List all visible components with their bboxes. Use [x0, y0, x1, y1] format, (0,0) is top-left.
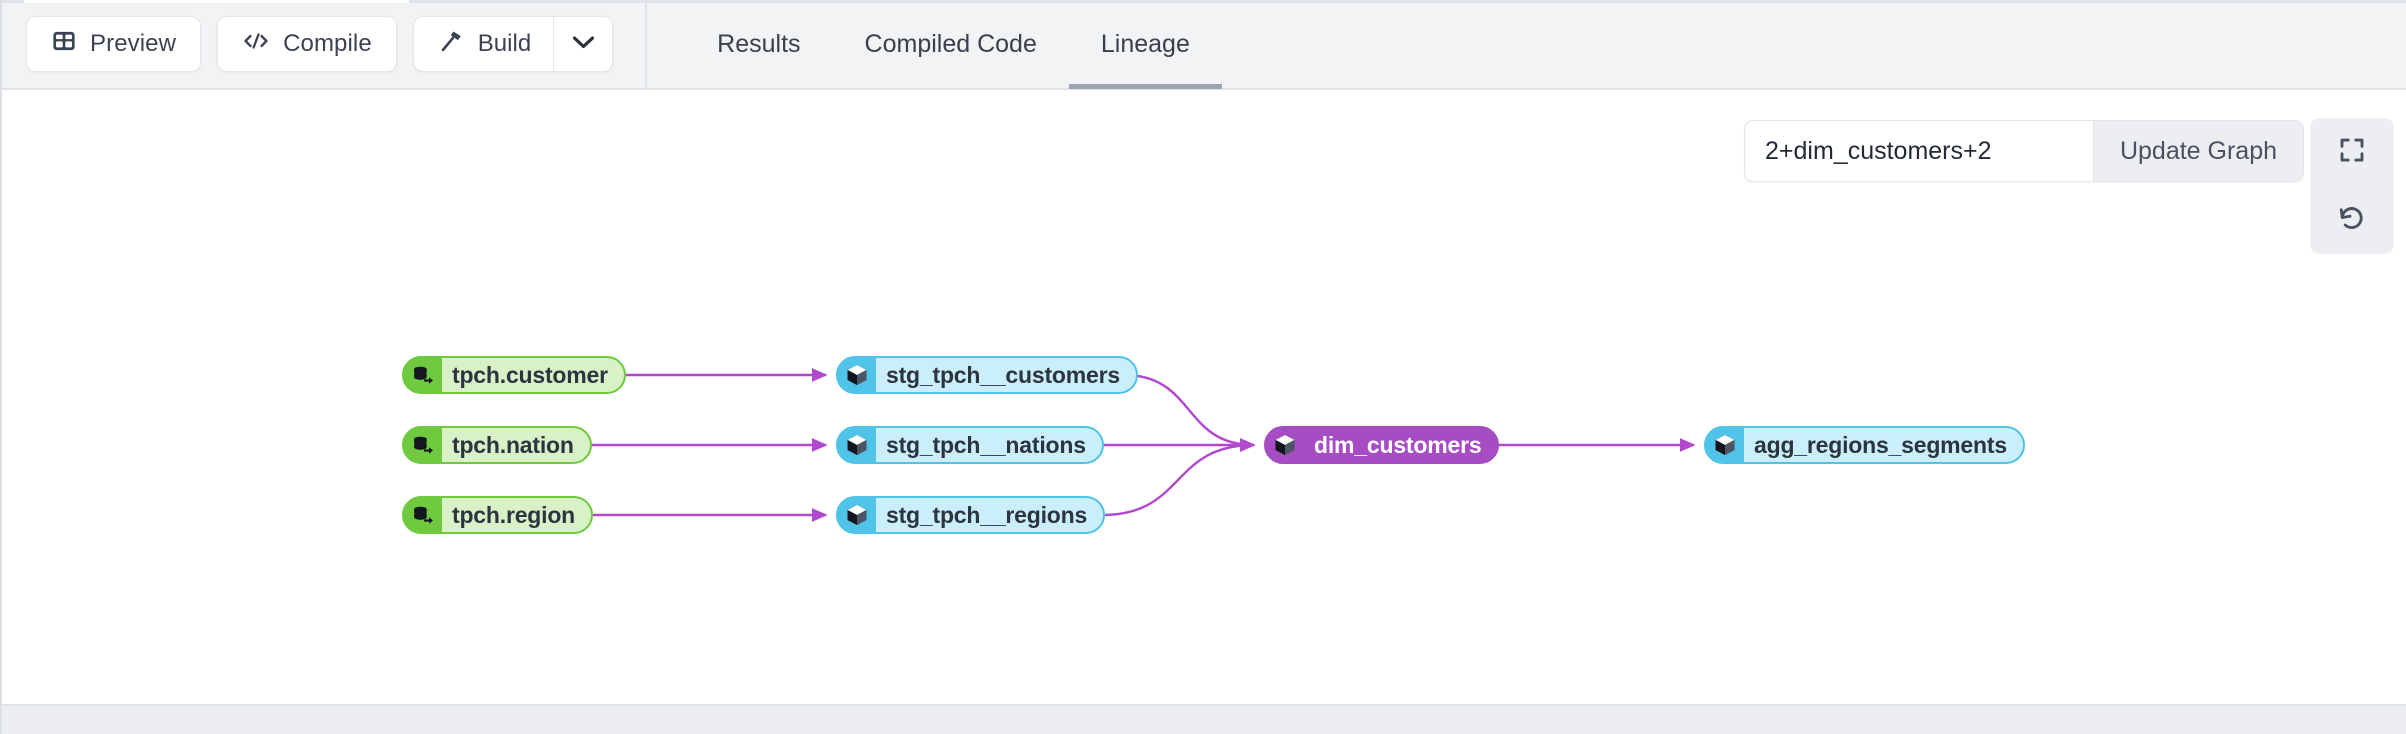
build-dropdown-toggle[interactable]	[554, 17, 612, 71]
graph-selector-group: Update Graph	[1744, 120, 2304, 182]
lineage-node-dim_customers[interactable]: dim_customers	[1264, 426, 1500, 464]
tab-results[interactable]: Results	[685, 0, 832, 89]
lineage-node-label: tpch.customer	[442, 358, 624, 392]
action-button-group: Preview Compile	[26, 16, 614, 72]
compile-button[interactable]: Compile	[217, 16, 397, 72]
lineage-node-tpch_customer[interactable]: tpch.customer	[402, 356, 626, 394]
database-icon	[404, 426, 442, 464]
tab-results-label: Results	[717, 29, 801, 58]
tab-compiled-code[interactable]: Compiled Code	[833, 0, 1069, 89]
tab-lineage[interactable]: Lineage	[1068, 0, 1222, 89]
lineage-node-agg_regions_segments[interactable]: agg_regions_segments	[1704, 426, 2025, 464]
fullscreen-icon	[2337, 135, 2367, 170]
lineage-node-label: stg_tpch__regions	[876, 498, 1104, 532]
tab-underline	[833, 84, 1069, 89]
cube-icon	[838, 496, 876, 534]
build-button-divider	[553, 17, 555, 71]
lineage-node-stg_tpch__nations[interactable]: stg_tpch__nations	[836, 426, 1104, 464]
build-button[interactable]: Build	[414, 17, 553, 71]
code-icon	[242, 28, 270, 61]
tab-lineage-label: Lineage	[1100, 29, 1190, 58]
lineage-node-label: stg_tpch__customers	[876, 358, 1136, 392]
lineage-edges	[557, 368, 1696, 522]
preview-button-label: Preview	[90, 30, 177, 57]
database-icon	[404, 496, 442, 534]
build-split-button: Build	[412, 16, 614, 72]
preview-button[interactable]: Preview	[26, 16, 202, 72]
tab-compiled-code-label: Compiled Code	[864, 29, 1037, 58]
cube-icon	[1266, 426, 1304, 464]
lineage-edge-stg_tpch__customers-to-dim_customers	[1123, 373, 1256, 452]
lineage-canvas[interactable]: tpch.customer tpch.nation tpch.region stg_t…	[2, 90, 2406, 704]
lineage-node-tpch_nation[interactable]: tpch.nation	[402, 426, 592, 464]
toolbar-divider	[645, 0, 648, 89]
reset-button[interactable]	[2310, 186, 2394, 254]
canvas-bottom-bar	[2, 704, 2406, 734]
cube-icon	[838, 426, 876, 464]
tab-underline-active	[1068, 84, 1222, 89]
lineage-node-tpch_region[interactable]: tpch.region	[402, 496, 594, 534]
cube-icon	[1706, 426, 1744, 464]
lineage-edge-stg_tpch__regions-to-dim_customers	[1101, 438, 1256, 517]
build-button-label: Build	[477, 30, 532, 57]
lineage-node-stg_tpch__customers[interactable]: stg_tpch__customers	[836, 356, 1138, 394]
lineage-node-label: agg_regions_segments	[1744, 428, 2023, 462]
database-icon	[404, 356, 442, 394]
lineage-node-stg_tpch__regions[interactable]: stg_tpch__regions	[836, 496, 1106, 534]
tab-bar: Results Compiled Code Lineage	[685, 0, 1222, 89]
hammer-icon	[438, 28, 465, 61]
toolbar-top-edge	[2, 0, 2406, 3]
lineage-node-label: tpch.region	[442, 498, 592, 532]
lineage-node-label: stg_tpch__nations	[876, 428, 1102, 462]
toolbar-tab-notch	[24, 0, 409, 3]
graph-controls	[2310, 118, 2394, 254]
fullscreen-button[interactable]	[2310, 118, 2394, 186]
top-toolbar: Preview Compile	[2, 0, 2406, 90]
table-icon	[51, 28, 77, 61]
graph-selector-input[interactable]	[1745, 121, 2093, 181]
chevron-down-icon	[570, 33, 597, 56]
compile-button-label: Compile	[283, 30, 372, 57]
tab-underline	[685, 84, 832, 89]
reset-icon	[2337, 203, 2367, 238]
lineage-node-label: tpch.nation	[442, 428, 590, 462]
update-graph-button[interactable]: Update Graph	[2093, 121, 2303, 181]
lineage-node-label: dim_customers	[1304, 428, 1498, 462]
cube-icon	[838, 356, 876, 394]
